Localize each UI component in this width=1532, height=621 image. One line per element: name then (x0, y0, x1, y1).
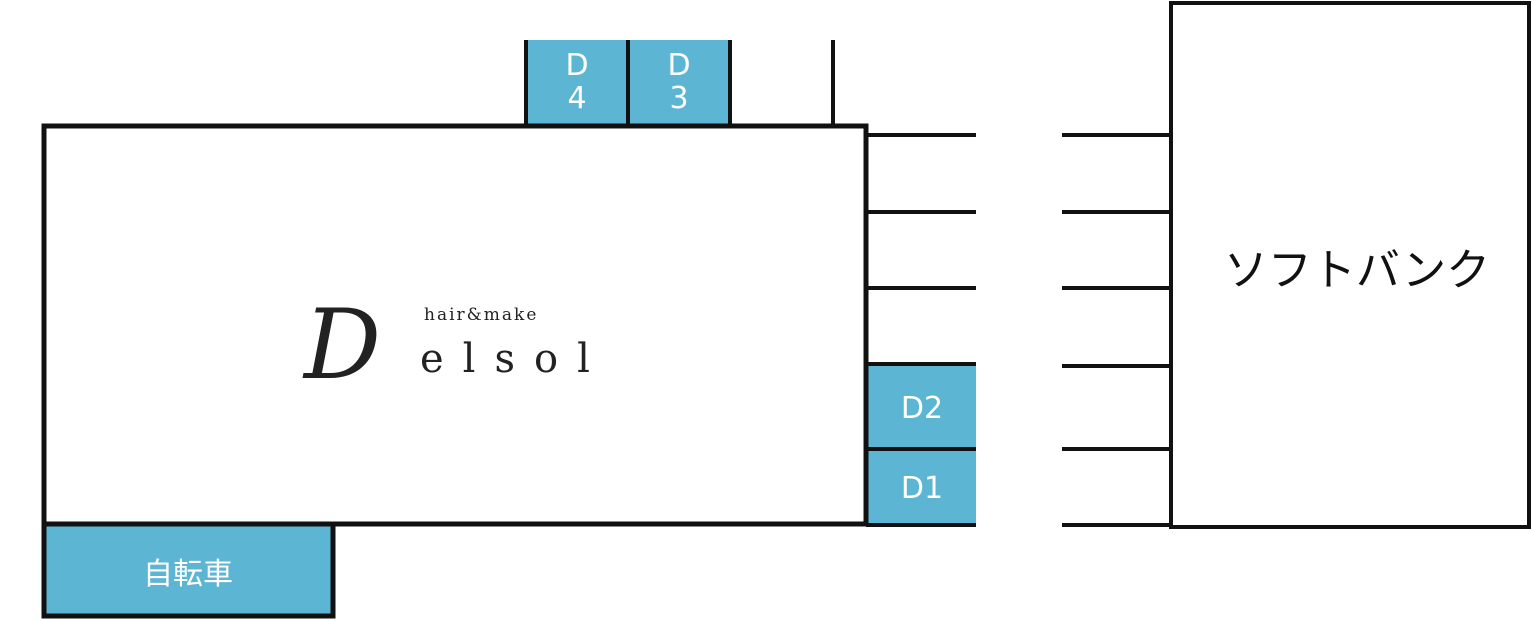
logo-initial: D (302, 289, 381, 401)
slot-d3-number: 3 (669, 81, 688, 116)
slot-d4-number: 4 (567, 81, 586, 116)
shop-logo: hair&make D elsol (302, 289, 609, 401)
neighbor-building (1169, 1, 1531, 529)
bicycle-parking (41, 521, 336, 619)
top-parking-stalls: D 4 D 3 (524, 40, 835, 126)
shop-building (41, 123, 869, 527)
parking-slot-d1 (866, 450, 976, 525)
slot-d3-letter: D (667, 48, 690, 83)
slot-d1-label: D1 (901, 471, 943, 506)
parking-slot-d4 (526, 40, 628, 126)
slot-d4-letter: D (565, 48, 588, 83)
bicycle-label: 自転車 (143, 557, 233, 592)
logo-text: elsol (420, 336, 609, 382)
parking-slot-d3 (629, 40, 730, 126)
neighbor-name: ソフトバンク (1224, 245, 1490, 296)
parking-slot-d2 (866, 364, 976, 449)
slot-d2-label: D2 (901, 391, 943, 426)
stall-lines-left (866, 133, 976, 527)
logo-subtitle: hair&make (424, 305, 538, 325)
stall-lines-right (1062, 133, 1172, 527)
side-parking-stalls: D2 D1 (866, 364, 976, 525)
